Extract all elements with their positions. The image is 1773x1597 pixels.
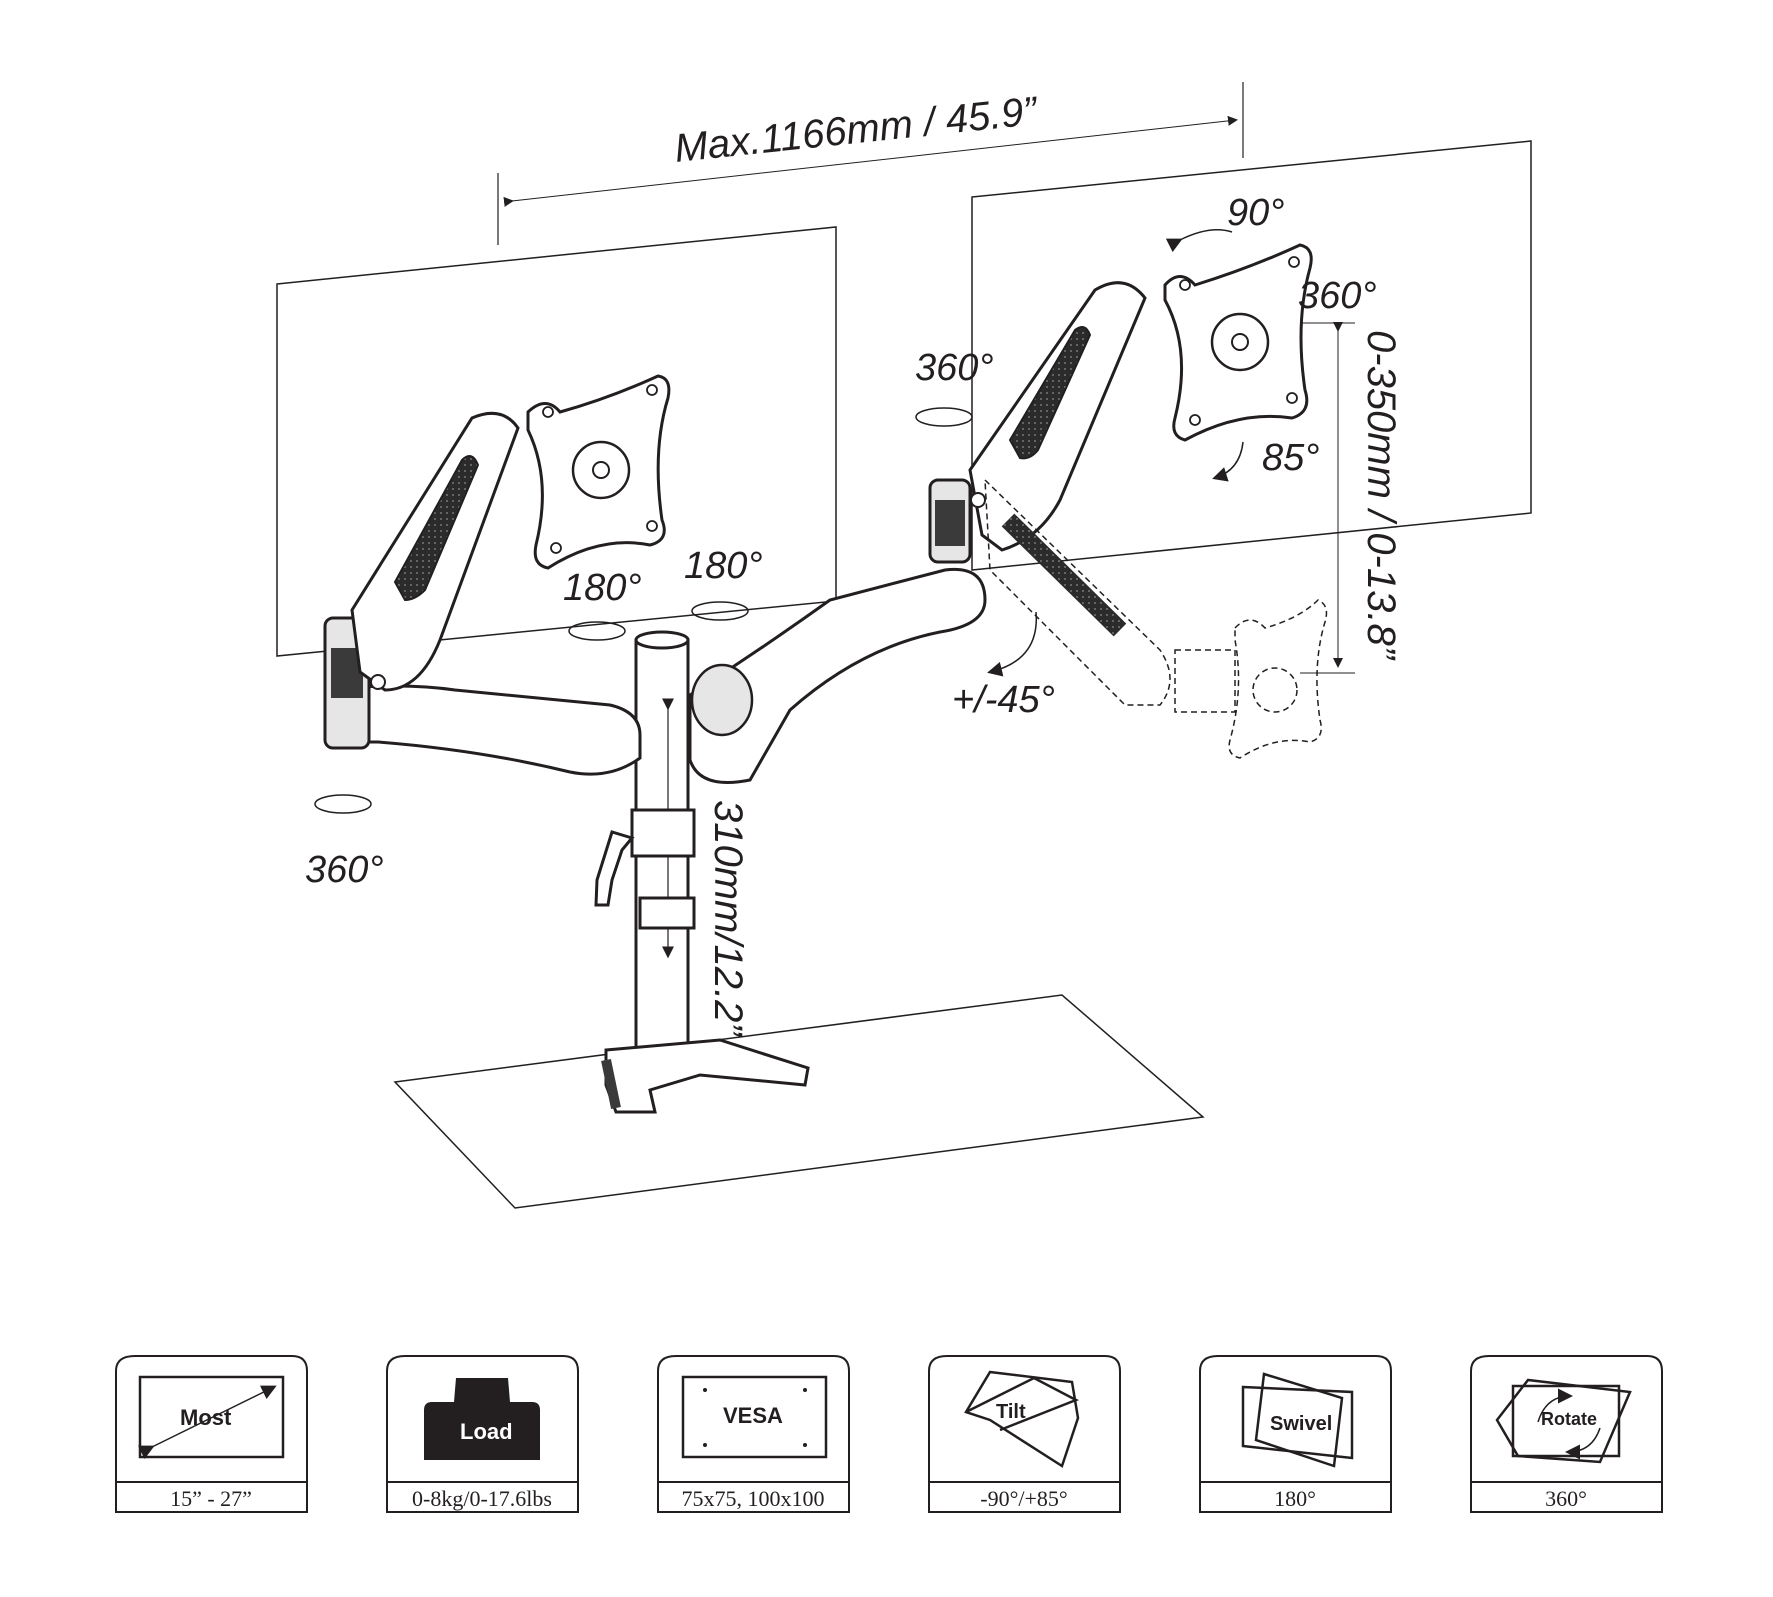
elbow-swivel-angle: 360° [915,347,994,389]
feature-card-load: Load 0-8kg/0-17.6lbs [386,1355,579,1513]
arm-tilt-angle: +/-45° [952,679,1055,721]
tilt-caption: -90°/+85° [980,1486,1067,1511]
tilt-down-arrow [1212,441,1244,482]
left-vesa-plate [526,374,671,570]
feature-card-rotate: Rotate 360° [1470,1355,1663,1513]
center-crossbar [323,567,987,784]
rotate-right-angle: 360° [1298,275,1377,317]
tilt-icon-label: Tilt [996,1401,1026,1423]
pole-height-label: 310mm/12.2” [706,800,750,1037]
base-swivel-arrow [314,794,372,814]
load-caption: 0-8kg/0-17.6lbs [412,1486,552,1511]
arm-tilt-arrow [987,611,1038,677]
feature-card-vesa: VESA 75x75, 100x100 [657,1355,850,1513]
swivel-caption: 180° [1274,1486,1316,1511]
elbow-swivel-arrow [915,407,973,427]
right-gas-arm [968,281,1147,552]
mount-pole [630,630,696,1062]
height-adjust-label: 0-350mm / 0-13.8” [1359,330,1403,661]
load-icon-label: Load [460,1419,513,1444]
left-gas-arm [350,411,520,692]
max-width-label: Max.1166mm / 45.9” [672,89,1040,171]
right-vesa-plate [1163,243,1313,442]
vesa-caption: 75x75, 100x100 [682,1486,825,1511]
left-arm-swivel-arrow [568,621,626,641]
rotate-icon-label: Rotate [1541,1409,1597,1429]
tilt-up-angle: 90° [1227,192,1284,234]
height-adjust-dimension [1300,322,1355,674]
right-arm-swivel-arrow [691,601,749,621]
size-icon-label: Most [180,1405,232,1430]
angle-labels: 90° 360° 85° 360° 180° 180° 360° +/-45° [305,192,1377,891]
feature-card-swivel: Swivel 180° [1199,1355,1392,1513]
tilt-up-arrow [1165,229,1233,253]
tilt-down-angle: 85° [1262,437,1319,479]
right-elbow-joint [928,478,972,564]
rotate-caption: 360° [1545,1486,1587,1511]
size-caption: 15” - 27” [170,1486,252,1511]
swivel-icon-label: Swivel [1270,1413,1332,1435]
feature-card-tilt: Tilt -90°/+85° [928,1355,1121,1513]
mount-base [601,1038,810,1114]
max-width-dimension [497,82,1244,245]
pole-clamp-lever [594,830,635,907]
desk-surface [393,994,1205,1209]
right-arm-swivel-angle: 180° [684,545,763,587]
left-arm-swivel-angle: 180° [563,567,642,609]
rotation-arrows [314,229,1244,814]
feature-card-size: Most 15” - 27” [115,1355,308,1513]
base-swivel-angle: 360° [305,849,384,891]
right-arm-lowered-position [984,478,1328,759]
vesa-icon-label: VESA [723,1403,783,1428]
